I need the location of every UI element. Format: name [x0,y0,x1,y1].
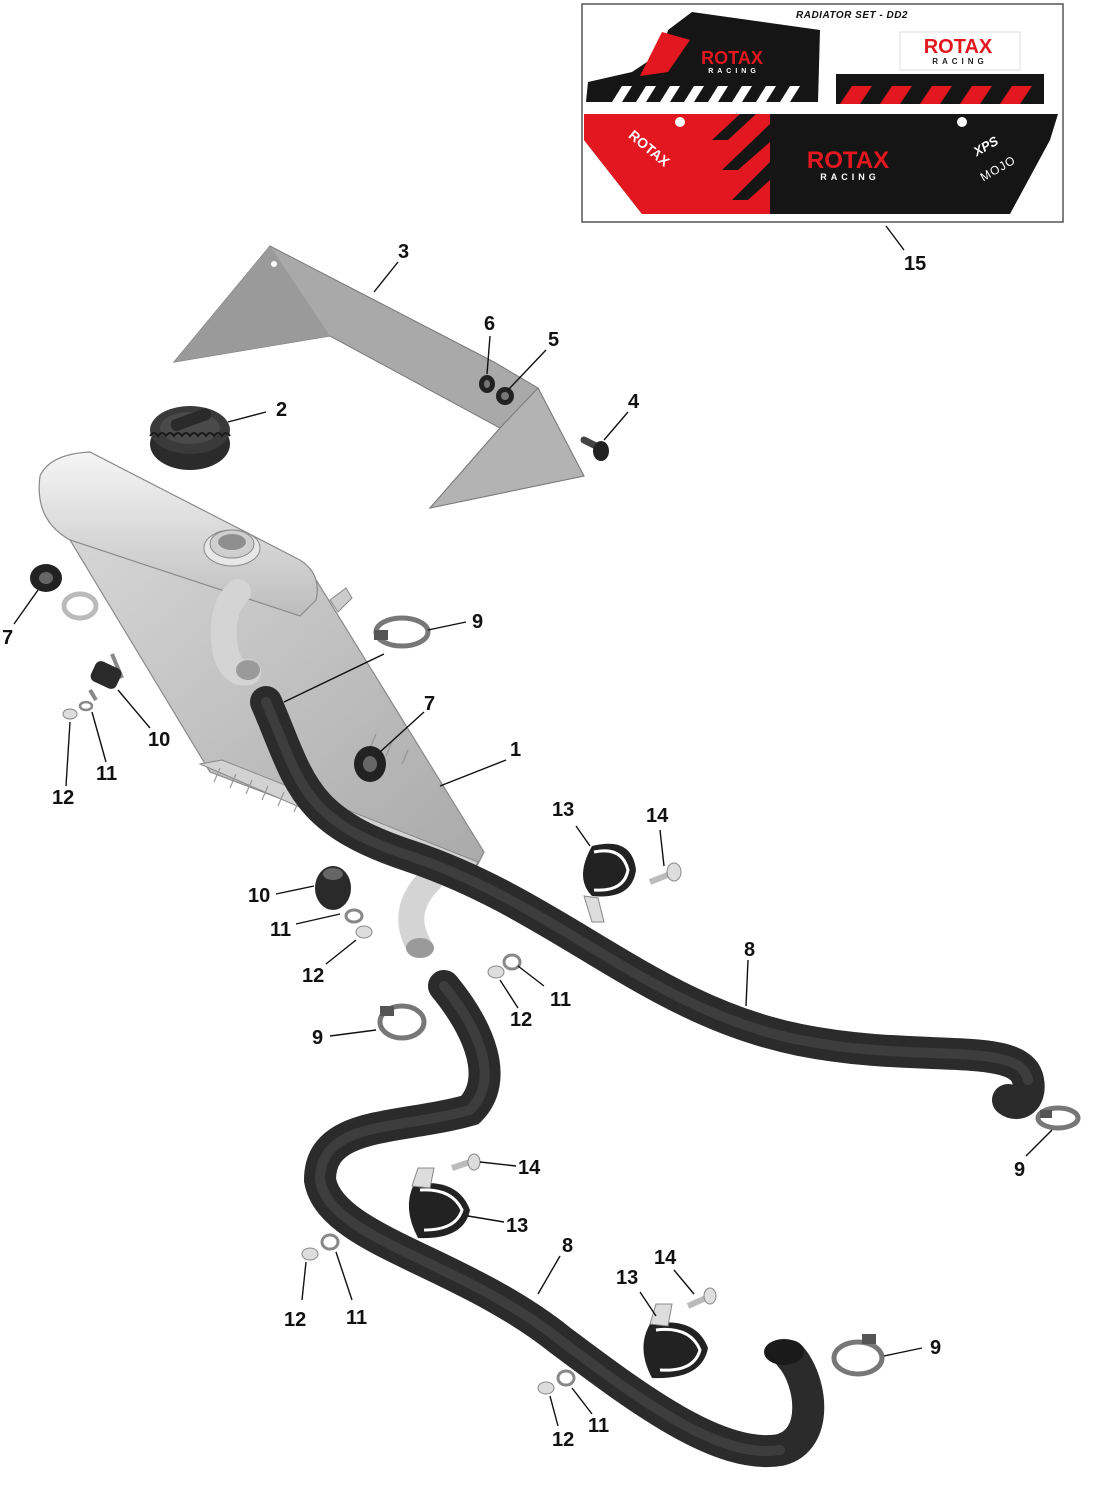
callout-8-upper: 8 [744,939,755,961]
callout-13-c: 13 [616,1267,638,1289]
callout-12-a: 12 [52,787,74,809]
callout-9-d: 9 [930,1337,941,1359]
nut-part-12-e [537,1381,555,1395]
callout-11-d: 11 [346,1307,367,1329]
callout-11-a: 11 [96,763,117,785]
decal-brand-2: ROTAX [924,36,993,58]
screw-part-14-b [451,1153,481,1171]
callout-4: 4 [628,391,640,413]
nut-part-12-a [62,708,78,720]
callout-14-c: 14 [654,1247,677,1269]
callout-10-upper: 10 [148,729,170,751]
callout-15: 15 [904,253,926,275]
grommet-part-7-right [354,746,386,782]
decal-large: ROTAX ROTAX RACING XPS MOJO [584,114,1058,214]
grommet-part-6 [479,375,495,393]
rubber-mount-part-10-lower [315,866,351,910]
hose-part-8-lower [303,970,825,1468]
rubber-mount-part-10-upper [88,653,124,702]
callout-9-b: 9 [312,1027,323,1049]
decal-strip [836,74,1044,104]
callout-12-c: 12 [510,1009,532,1031]
washer-part-11-d [320,1233,340,1251]
callout-9-a: 9 [472,611,483,633]
washer-part-11-c [502,953,522,971]
hose-clamp-part-9-a [373,615,431,649]
callout-7-right: 7 [424,693,435,715]
callout-7-left: 7 [2,627,13,649]
callout-11-c: 11 [550,989,571,1011]
nut-part-12-c [487,965,505,979]
callout-11-e: 11 [588,1415,609,1437]
decal-sheet: RADIATOR SET - DD2 ROTAX RACING ROTAX RA… [581,3,1064,223]
screw-part-14-c [686,1287,717,1309]
hose-clamp-part-9-c [1035,1105,1081,1131]
screw-part-4 [580,436,609,461]
callout-12-d: 12 [284,1309,306,1331]
nut-part-12-b [355,925,373,939]
callout-1: 1 [510,739,521,761]
hose-clamp-part-9-b [377,1003,427,1041]
decal-top-right: ROTAX RACING [899,31,1021,71]
washer-part-11-e [556,1369,576,1387]
callout-13-a: 13 [552,799,574,821]
callout-6: 6 [484,313,495,335]
callout-10-lower: 10 [248,885,270,907]
p-clamp-part-13-a [583,843,636,923]
callout-12-e: 12 [552,1429,574,1451]
decal-brand-sub-1: RACING [708,68,760,75]
p-clamp-part-13-b [408,1167,470,1239]
nut-part-12-d [301,1247,319,1261]
decal-brand-sub-4: RACING [820,172,880,182]
callout-5: 5 [548,329,559,351]
radiator-cap-part [149,406,231,470]
washer-part-11-a [78,700,94,712]
callout-11-b: 11 [270,919,291,941]
grommet-part-7-left [30,564,62,592]
hose-part-8-upper [250,686,1045,1119]
callout-3: 3 [398,241,409,263]
callout-14-a: 14 [646,805,669,827]
decal-brand-sub-2: RACING [932,57,988,66]
callout-14-b: 14 [518,1157,541,1179]
screw-part-14-a [648,862,682,885]
decal-brand-1: ROTAX [701,48,763,68]
callout-labels: 1 2 3 4 5 6 7 7 8 8 9 9 9 9 10 10 11 11 … [2,241,1025,1451]
leader-lines [13,225,1053,1427]
p-clamp-part-13-c [643,1303,708,1379]
callout-2: 2 [276,399,287,421]
bracket-part [172,245,585,509]
washer-part-11-b [344,908,364,924]
decal-sheet-title: RADIATOR SET - DD2 [796,10,908,21]
hose-clamp-part-9-d [831,1334,885,1377]
callout-13-b: 13 [506,1215,528,1237]
decal-brand-4: ROTAX [807,147,889,174]
grommet-part-5 [496,387,514,405]
decal-top-left: ROTAX RACING [586,12,820,102]
callout-8-lower: 8 [562,1235,573,1257]
callout-12-b: 12 [302,965,324,987]
callout-9-c: 9 [1014,1159,1025,1181]
